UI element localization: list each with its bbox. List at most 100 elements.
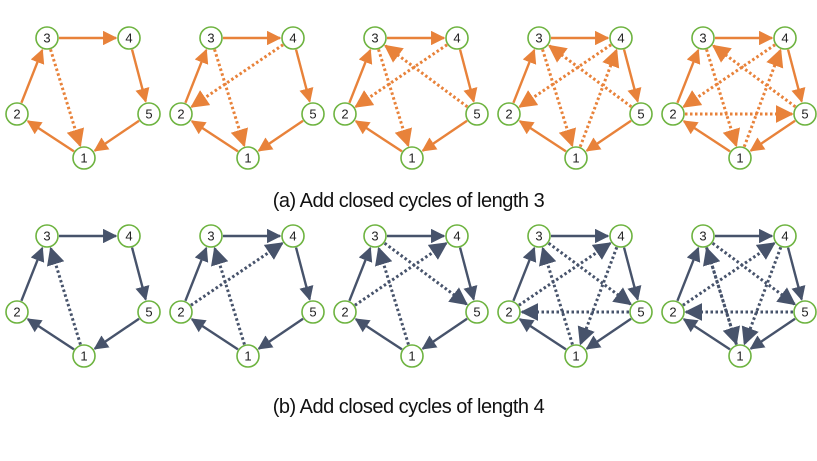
node-circle <box>773 26 797 50</box>
node-circle <box>169 300 193 324</box>
node-5: 5 <box>301 102 325 126</box>
node-circle <box>236 344 260 368</box>
node-5: 5 <box>629 102 653 126</box>
node-circle <box>661 300 685 324</box>
node-label: 4 <box>781 229 788 244</box>
node-circle <box>363 26 387 50</box>
added-edge-4-2 <box>518 43 612 108</box>
node-label: 2 <box>341 305 348 320</box>
added-edge-4-1 <box>577 246 619 346</box>
row-a-graph-3: 1 2 3 4 5 <box>333 26 489 170</box>
node-label: 1 <box>736 349 743 364</box>
node-label: 5 <box>473 107 480 122</box>
node-1: 1 <box>728 344 752 368</box>
node-label: 5 <box>145 305 152 320</box>
node-1: 1 <box>564 146 588 170</box>
node-4: 4 <box>445 224 469 248</box>
node-circle <box>35 224 59 248</box>
node-3: 3 <box>363 26 387 50</box>
node-label: 5 <box>473 305 480 320</box>
node-4: 4 <box>609 26 633 50</box>
node-label: 3 <box>371 31 378 46</box>
node-label: 1 <box>736 151 743 166</box>
added-edge-1-4 <box>578 48 620 148</box>
cycle-edge-4-5 <box>622 247 642 301</box>
node-label: 4 <box>125 229 132 244</box>
node-label: 1 <box>80 349 87 364</box>
cycle-edge-1-2 <box>518 120 567 153</box>
node-3: 3 <box>527 26 551 50</box>
node-circle <box>629 300 653 324</box>
node-circle <box>301 300 325 324</box>
cycle-edge-1-2 <box>354 120 403 153</box>
added-edge-3-5 <box>711 241 797 306</box>
cycle-edge-4-5 <box>458 247 478 301</box>
cycle-edge-4-5 <box>458 49 478 103</box>
cycle-edge-5-1 <box>93 317 140 350</box>
cycle-edge-4-5 <box>622 49 642 103</box>
node-1: 1 <box>728 146 752 170</box>
node-label: 5 <box>801 305 808 320</box>
node-2: 2 <box>333 102 357 126</box>
node-label: 5 <box>145 107 152 122</box>
node-circle <box>793 300 817 324</box>
caption-row-a: (a) Add closed cycles of length 3 <box>272 190 545 212</box>
cycle-edge-5-1 <box>421 317 468 350</box>
node-4: 4 <box>773 224 797 248</box>
node-label: 1 <box>572 349 579 364</box>
node-5: 5 <box>629 300 653 324</box>
node-2: 2 <box>497 102 521 126</box>
node-circle <box>333 102 357 126</box>
cycle-edge-5-1 <box>421 119 468 152</box>
cycle-edge-1-2 <box>190 120 239 153</box>
added-edge-4-2 <box>682 43 776 108</box>
node-label: 1 <box>80 151 87 166</box>
cycle-edge-2-3 <box>20 48 45 104</box>
node-3: 3 <box>363 224 387 248</box>
node-circle <box>169 102 193 126</box>
node-3: 3 <box>527 224 551 248</box>
node-2: 2 <box>169 300 193 324</box>
node-label: 2 <box>13 107 20 122</box>
node-2: 2 <box>661 102 685 126</box>
row-b-graph-5: 1 2 3 4 5 <box>661 224 817 368</box>
node-4: 4 <box>445 26 469 50</box>
cycle-edge-1-2 <box>26 120 75 153</box>
node-3: 3 <box>691 224 715 248</box>
node-label: 3 <box>371 229 378 244</box>
node-2: 2 <box>5 102 29 126</box>
node-circle <box>497 300 521 324</box>
node-label: 2 <box>669 305 676 320</box>
node-circle <box>117 26 141 50</box>
node-1: 1 <box>72 344 96 368</box>
added-edge-4-2 <box>190 43 284 108</box>
node-label: 4 <box>617 229 624 244</box>
node-circle <box>564 344 588 368</box>
node-label: 2 <box>505 107 512 122</box>
node-label: 3 <box>207 229 214 244</box>
added-edge-1-3 <box>539 246 574 345</box>
node-4: 4 <box>281 224 305 248</box>
node-circle <box>35 26 59 50</box>
node-label: 2 <box>669 107 676 122</box>
node-circle <box>691 26 715 50</box>
node-3: 3 <box>691 26 715 50</box>
node-circle <box>117 224 141 248</box>
node-circle <box>199 224 223 248</box>
node-label: 4 <box>289 31 296 46</box>
node-label: 2 <box>177 305 184 320</box>
node-label: 1 <box>572 151 579 166</box>
caption-row-b: (b) Add closed cycles of length 4 <box>272 396 545 418</box>
added-edge-3-1 <box>705 49 740 148</box>
node-circle <box>5 102 29 126</box>
cycle-edge-2-3 <box>184 246 209 302</box>
node-3: 3 <box>35 224 59 248</box>
node-1: 1 <box>236 146 260 170</box>
row-a-graph-4: 1 2 3 4 5 <box>497 26 653 170</box>
node-1: 1 <box>400 146 424 170</box>
